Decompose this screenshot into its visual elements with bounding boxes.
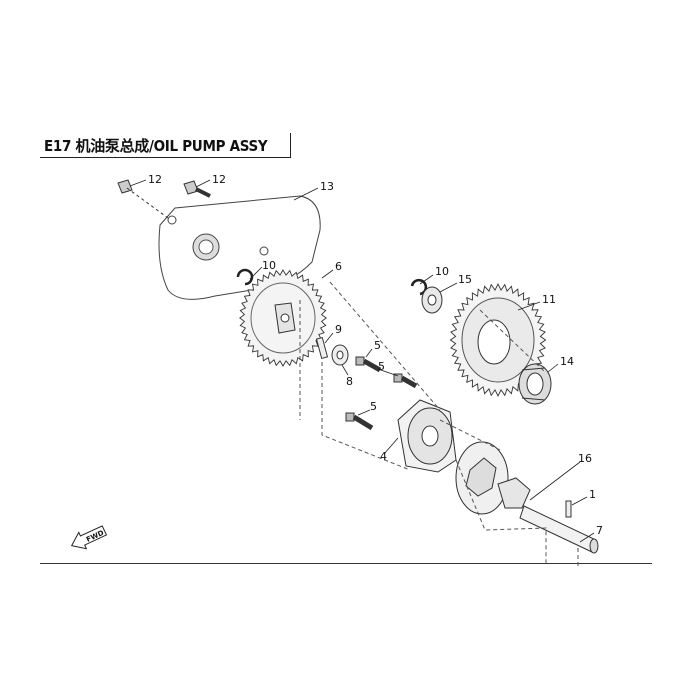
callout-15: 15 [458,273,472,286]
fwd-arrow-icon: FWD [70,525,108,550]
pin-1 [565,500,572,518]
washer-15 [421,286,443,314]
pump-cover-plate [158,195,321,300]
circlip-10-left [236,268,254,286]
leader-lines [129,179,595,543]
dowel-pin [315,336,329,360]
callout-12: 12 [148,173,162,186]
callout-11: 11 [542,293,556,306]
assembly-lines [299,281,579,566]
bolt-12-left [117,179,169,219]
needle-bearing [518,363,552,405]
callout-14: 14 [560,355,574,368]
washer-8 [331,344,349,366]
bolt-5-upper [355,356,382,373]
callout-10: 10 [262,259,276,272]
callout-13: 13 [320,180,334,193]
callout-12: 12 [212,173,226,186]
bolt-12-right [183,180,211,198]
bottom-rule [40,563,652,564]
callout-5: 5 [370,400,377,413]
diagram-title: E17 机油泵总成/OIL PUMP ASSY [44,137,268,155]
callout-1: 1 [589,488,596,501]
callout-4: 4 [380,450,387,463]
callout-5: 5 [374,339,381,352]
fwd-label: FWD [85,529,105,544]
pump-shaft [519,505,599,554]
callout-7: 7 [596,524,603,537]
callout-9: 9 [335,323,342,336]
inner-rotor [497,477,531,509]
callout-16: 16 [578,452,592,465]
callout-5: 5 [378,360,385,373]
callout-labels: 12 12 13 10 6 10 15 11 9 5 5 8 14 5 4 16… [148,173,603,537]
callout-10: 10 [435,265,449,278]
bolt-5-middle [393,373,418,389]
callout-6: 6 [335,260,342,273]
bolt-5-lower [345,412,374,431]
pump-body [397,399,457,473]
outer-rotor [455,441,509,515]
callout-8: 8 [346,375,353,388]
oil-pump-driven-gear [239,269,327,367]
idle-gear [449,282,547,398]
title-frame [40,133,291,158]
